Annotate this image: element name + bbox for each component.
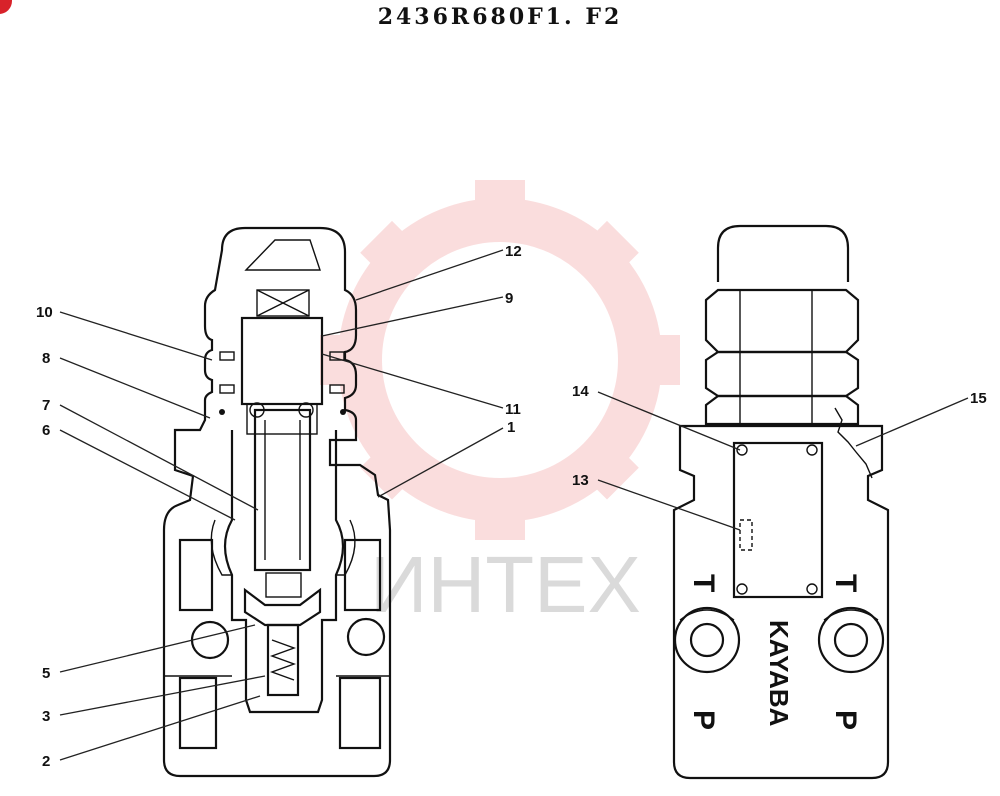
callout-7: 7 [42,397,50,414]
callout-3: 3 [42,708,50,725]
drawing-title: 2436R680F1. F2 [377,4,623,30]
callout-13: 13 [572,472,589,489]
leader-lines [59,249,969,761]
callout-10: 10 [36,304,53,321]
port-label-p-right: P [829,710,862,730]
callout-11: 11 [505,401,521,418]
callout-14: 14 [572,383,589,400]
callout-15: 15 [970,390,987,407]
callout-12: 12 [505,243,522,260]
watermark-gear-icon [320,180,680,540]
callout-2: 2 [42,753,50,770]
brand-embossed: KAYABA [764,620,794,727]
callout-5: 5 [42,665,50,682]
callout-8: 8 [42,350,50,367]
callout-1: 1 [507,419,515,436]
port-label-t-left: T [687,574,720,592]
port-label-t-right: T [829,574,862,592]
port-label-p-left: P [687,710,720,730]
watermark-text: ИНТЕХ [370,540,641,629]
callout-6: 6 [42,422,50,439]
exterior-view [672,224,890,780]
sectional-view [162,226,392,778]
callout-9: 9 [505,290,513,307]
